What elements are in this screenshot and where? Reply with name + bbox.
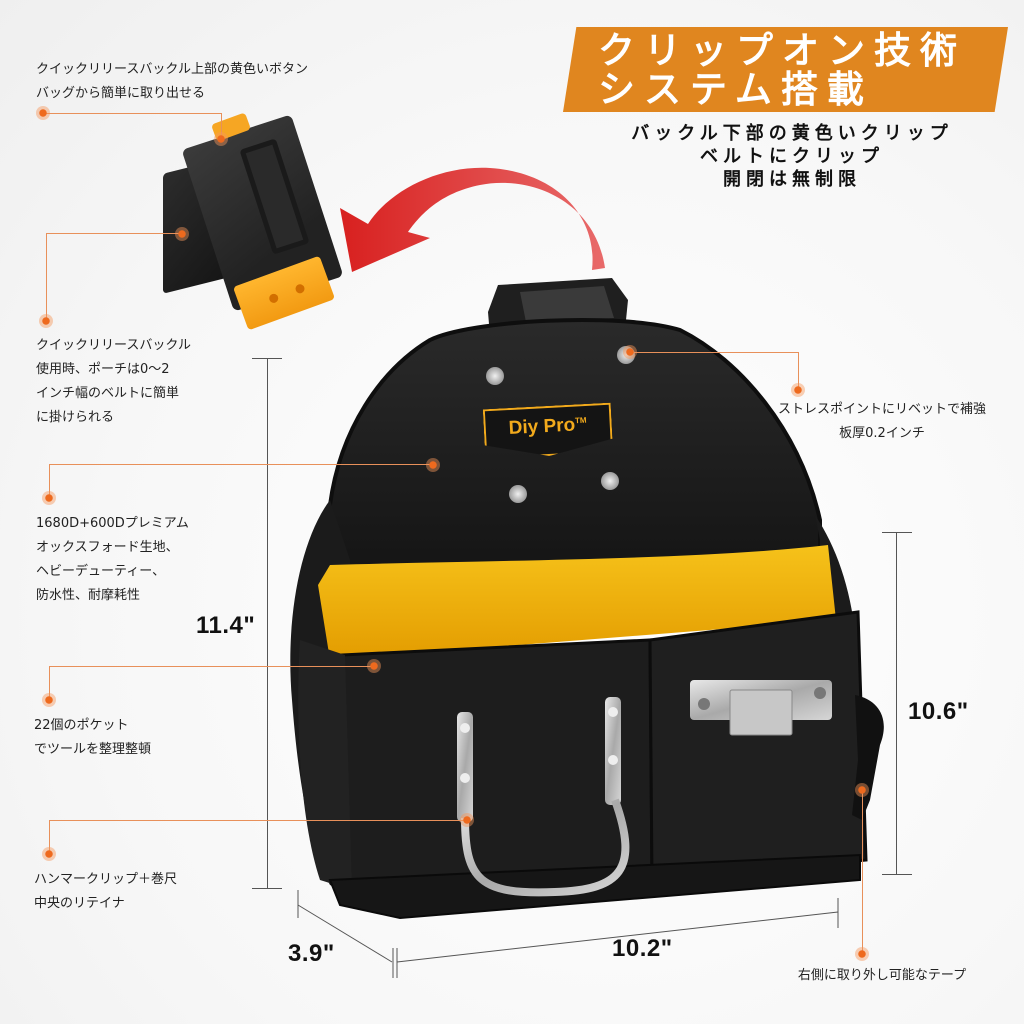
callout-rivets: ストレスポイントにリベットで補強 板厚0.2インチ xyxy=(752,398,1012,446)
leader-line xyxy=(221,113,222,139)
callout-text: に掛けられる xyxy=(36,410,115,425)
leader-line xyxy=(630,352,798,353)
callout-text: バッグから簡単に取り出せる xyxy=(36,86,206,101)
brand-logo: Diy ProTM xyxy=(483,403,613,460)
leader-line xyxy=(49,464,50,498)
callout-dot xyxy=(42,491,56,505)
callout-dot xyxy=(460,813,474,827)
callout-dot xyxy=(36,106,50,120)
callout-fabric: 1680D+600Dプレミアム オックスフォード生地、 ヘビーデューティー、 防… xyxy=(36,512,189,608)
banner-title-line1: クリップオン技術 xyxy=(598,29,966,72)
callout-top-button: クイックリリースバックル上部の黄色いボタン バッグから簡単に取り出せる xyxy=(36,58,308,106)
callout-text: クイックリリースバックル xyxy=(36,338,191,353)
callout-pockets: 22個のポケット でツールを整理整頓 xyxy=(34,714,151,762)
callout-text: 使用時、ポーチは0〜2 xyxy=(36,362,170,377)
callout-hammer: ハンマークリップ＋巻尺 中央のリテイナ xyxy=(34,868,177,916)
callout-text: ヘビーデューティー、 xyxy=(36,564,166,579)
width-label: 10.2" xyxy=(612,935,673,962)
callout-text: クイックリリースバックル上部の黄色いボタン xyxy=(36,62,308,77)
callout-dot xyxy=(175,227,189,241)
leader-line xyxy=(862,790,863,954)
callout-belt-width: クイックリリースバックル 使用時、ポーチは0〜2 インチ幅のベルトに簡単 に掛け… xyxy=(36,334,191,430)
callout-dot xyxy=(367,659,381,673)
title-banner xyxy=(563,27,1008,112)
subhead-line1: バックル下部の黄色いクリップ xyxy=(631,123,953,144)
callout-dot xyxy=(855,783,869,797)
leader-line xyxy=(49,464,433,465)
callout-text: オックスフォード生地、 xyxy=(36,540,179,555)
callout-text: 1680D+600Dプレミアム xyxy=(36,516,189,531)
callout-text: インチ幅のベルトに簡単 xyxy=(36,386,180,401)
height-dim-line xyxy=(267,358,268,888)
leader-line xyxy=(46,233,182,234)
trademark: TM xyxy=(574,415,587,426)
callout-dot xyxy=(42,847,56,861)
callout-dot xyxy=(791,383,805,397)
callout-dot xyxy=(426,458,440,472)
subhead-line3: 開閉は無制限 xyxy=(723,169,861,190)
brand-name: Diy Pro xyxy=(508,414,576,440)
leader-line xyxy=(46,233,47,321)
front-height-dim-line xyxy=(896,532,897,874)
height-dim-cap-bottom xyxy=(252,888,282,889)
curved-arrow-icon xyxy=(340,167,605,272)
subhead-line2: ベルトにクリップ xyxy=(700,146,884,167)
leader-line xyxy=(49,666,50,700)
banner-title-line2: システム搭載 xyxy=(598,68,873,111)
callout-tape: 右側に取り外し可能なテープ xyxy=(740,964,1024,988)
callout-text: 防水性、耐摩耗性 xyxy=(36,588,141,603)
buckle-slot xyxy=(239,138,310,255)
leader-line xyxy=(49,666,374,667)
height-front-label: 10.6" xyxy=(908,698,969,725)
callout-text: でツールを整理整頓 xyxy=(34,742,152,757)
callout-dot xyxy=(855,947,869,961)
callout-dot xyxy=(214,132,228,146)
callout-text: ストレスポイントにリベットで補強 xyxy=(777,402,986,417)
height-total-label: 11.4" xyxy=(196,612,256,639)
leader-line xyxy=(49,820,467,821)
callout-text: ハンマークリップ＋巻尺 xyxy=(34,872,178,887)
callout-text: 右側に取り外し可能なテープ xyxy=(797,968,967,983)
leader-line xyxy=(798,352,799,390)
leader-line xyxy=(49,820,50,854)
front-height-cap-bottom xyxy=(882,874,912,875)
leader-line xyxy=(43,113,221,114)
callout-text: 板厚0.2インチ xyxy=(839,426,925,441)
width-depth-dim-lines xyxy=(297,890,839,978)
callout-text: 中央のリテイナ xyxy=(34,896,125,911)
callout-dot xyxy=(623,345,637,359)
callout-dot xyxy=(42,693,56,707)
callout-dot xyxy=(39,314,53,328)
depth-label: 3.9" xyxy=(288,940,335,967)
height-dim-cap-top xyxy=(252,358,282,359)
front-height-cap-top xyxy=(882,532,912,533)
callout-text: 22個のポケット xyxy=(34,718,129,733)
